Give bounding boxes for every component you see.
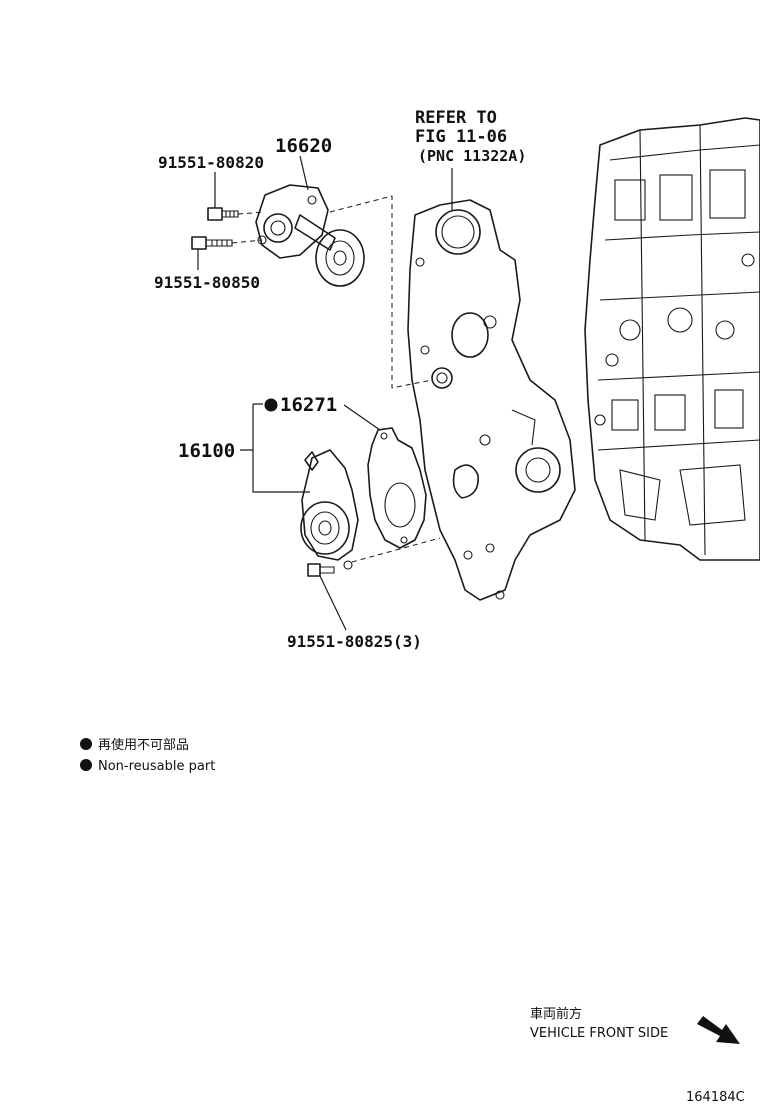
bolt-lower-illustration: [191, 236, 233, 250]
bolt-upper-illustration: [207, 207, 239, 221]
direction-text-jp: 車両前方: [530, 1006, 582, 1022]
alignment-line-pump: [351, 537, 441, 563]
leader-pump: [240, 403, 310, 493]
refer-label-line2: FIG 11-06: [415, 127, 507, 147]
engine-block-illustration: [584, 117, 760, 561]
legend-text-jp: 再使用不可部品: [98, 737, 189, 753]
bolt-lower-part-number: 91551-80850: [154, 273, 260, 292]
legend-text-en: Non-reusable part: [98, 759, 215, 774]
direction-text-en: VEHICLE FRONT SIDE: [530, 1026, 668, 1041]
legend-bullet-jp: [80, 738, 92, 750]
alignment-line-tensioner: [329, 195, 433, 389]
timing-cover-illustration: [407, 199, 576, 601]
bolt-upper-part-number: 91551-80820: [158, 153, 264, 172]
gasket-part-number: 16271: [280, 394, 337, 416]
figure-id: 164184C: [686, 1090, 745, 1105]
leader-tensioner: [299, 155, 309, 191]
water-pump-part-number: 16100: [178, 440, 235, 462]
water-pump-illustration: [300, 449, 359, 570]
non-reusable-marker: [264, 398, 278, 412]
alignment-line-bolt-upper: [237, 211, 266, 215]
pump-bolt-part-number: 91551-80825(3): [287, 632, 422, 651]
legend-bullet-en: [80, 759, 92, 771]
refer-label-line1: REFER TO: [415, 108, 497, 128]
tensioner-part-number: 16620: [275, 135, 332, 157]
gasket-illustration: [367, 427, 427, 549]
pump-bolt-illustration: [307, 563, 335, 577]
leader-pump-bolt: [319, 575, 347, 631]
refer-label-line3: (PNC 11322A): [418, 147, 526, 165]
arrow-down-right-icon: [697, 1016, 740, 1044]
leader-gasket: [343, 404, 381, 431]
tensioner-illustration: [255, 184, 365, 287]
